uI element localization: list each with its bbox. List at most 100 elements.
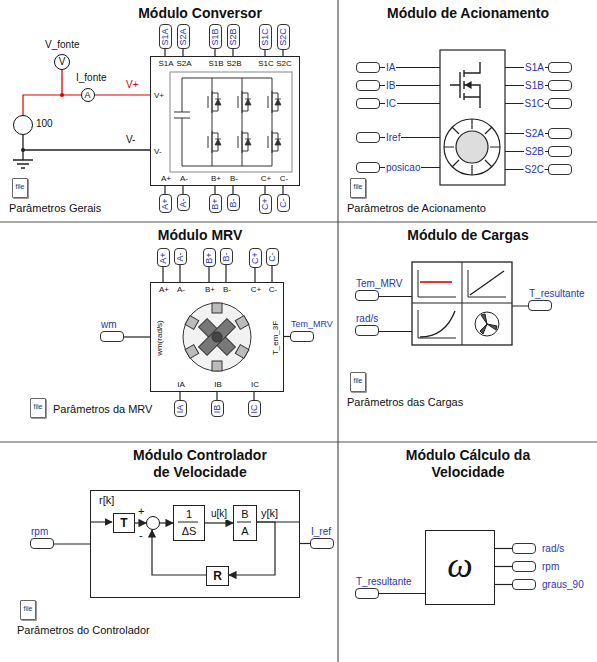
converter-inverter (174, 78, 272, 166)
port-tag: A- (174, 248, 187, 265)
load-block (412, 262, 512, 345)
label-text: wm (101, 319, 117, 331)
label-text: IA (385, 62, 396, 74)
label-text: R (213, 569, 222, 583)
label-text: wm(rad/s) (155, 320, 165, 356)
label-text: B- (221, 252, 232, 261)
wire (205, 522, 233, 523)
port-tag: S2A (548, 128, 572, 139)
label-text: file (354, 183, 363, 191)
srm-motor (235, 316, 249, 330)
label-text: C- (280, 174, 288, 184)
wire (379, 593, 425, 594)
label-text: Iref (385, 132, 401, 144)
module-panel: Módulo ConversorV_fonteVI_fonteA100S1AS2… (0, 0, 338, 222)
label-text: IA (177, 380, 185, 390)
label-text: IC (249, 404, 260, 413)
drive-block (444, 119, 500, 175)
port-tag: S1B (548, 80, 572, 91)
wire (264, 186, 265, 194)
label-text: - (139, 529, 143, 542)
label-text: A- (178, 198, 189, 207)
label-text: + (138, 505, 144, 518)
panel-separators (337, 0, 338, 662)
wire (135, 522, 146, 523)
source-circuit (23, 149, 150, 150)
label-text: Parâmetros das Cargas (347, 396, 463, 409)
label-text: Módulo Cálculo da Velocidade (393, 447, 543, 481)
port-tag: Iref (356, 132, 380, 143)
port-tag: I_ref (310, 538, 334, 549)
converter-inverter (238, 131, 251, 153)
wire (232, 49, 233, 56)
label-text: A+ (161, 174, 171, 184)
label-text: S1A (524, 62, 545, 74)
label-text: S1A (158, 59, 173, 69)
load-block (470, 271, 504, 295)
port-tag: S1B (209, 24, 222, 49)
label-text: Parâmetros do Controlador (17, 624, 150, 637)
port-tag: rad/s (355, 325, 379, 336)
transfer-box: BA (233, 505, 257, 541)
controller-lines (90, 521, 112, 522)
source-circuit (21, 148, 25, 152)
label-text: V_fonte (45, 39, 79, 51)
srm-motor (199, 319, 236, 356)
wire (182, 186, 183, 194)
srm-block: A+A-B+B-C+C-wm(rad/s)T_em_3FIAIBIC (150, 282, 284, 392)
converter-inverter (170, 72, 292, 172)
port-tag: IB (211, 400, 224, 417)
label-text: B+ (205, 285, 215, 295)
port-tag: IA (174, 400, 187, 417)
wire (23, 95, 81, 115)
label-text: S1B (208, 59, 223, 69)
wire (253, 392, 254, 400)
ammeter: I_fonteA (81, 88, 95, 102)
label-text: IB (385, 80, 396, 92)
srm-motor (185, 303, 249, 371)
label-text: ΔS (182, 525, 197, 538)
port-tag: rad/s (512, 543, 536, 554)
wire (95, 94, 150, 95)
label-text: S2A (178, 28, 189, 45)
label-text: S2C (278, 28, 289, 46)
label-text: A (84, 89, 90, 100)
label-text: rpm (31, 526, 48, 538)
wire (162, 267, 163, 282)
wire (495, 548, 512, 549)
port-tag: rpm (30, 538, 54, 549)
drive-block (440, 50, 505, 185)
port-tag: C+ (259, 194, 272, 214)
feedback-box: R (206, 566, 229, 586)
label-text: Módulo de Acionamento (387, 5, 549, 22)
drive-block (444, 119, 500, 175)
integrator-box: 1ΔS (173, 505, 205, 541)
module-panel: Módulo de CargasTem_MRVrad/sT_resultante… (338, 222, 597, 442)
label-text: C+ (251, 285, 261, 295)
port-tag: S2B (227, 24, 240, 49)
source-circuit (61, 70, 62, 95)
label-text: IC (251, 380, 259, 390)
wire (495, 566, 512, 567)
label-text: posicao (385, 162, 421, 174)
load-block (475, 312, 499, 336)
srm-motor (185, 316, 199, 330)
label-text: IB (214, 380, 222, 390)
converter-inverter (268, 91, 281, 113)
panel-separators (0, 441, 597, 442)
wire (214, 49, 215, 56)
label-text: B- (228, 198, 239, 207)
label-text: T (120, 516, 127, 530)
source-circuit (13, 135, 33, 168)
module-panel: Módulo Controlador de Velocidaderpmr[k]y… (0, 442, 338, 662)
label-text: C+ (260, 198, 271, 210)
label-text: IB (212, 404, 223, 413)
label-text: Módulo MRV (158, 227, 243, 244)
dc-source: 100 (13, 115, 33, 135)
srm-motor (185, 345, 199, 359)
load-block (418, 270, 506, 338)
pin-label: V- (126, 134, 135, 146)
port-tag: IA (356, 62, 380, 73)
label-text: file (16, 183, 25, 191)
